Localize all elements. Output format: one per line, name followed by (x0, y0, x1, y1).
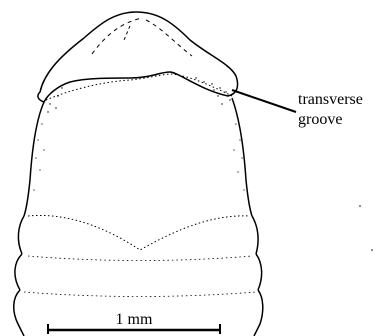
body-left-outline (24, 102, 44, 216)
segment-right-1 (252, 216, 258, 254)
head-capsule-outline (38, 12, 238, 102)
segment-boundary-v-line (28, 215, 250, 250)
stray-dot-2 (371, 249, 373, 251)
segment-left-3 (14, 290, 24, 336)
segment-left-2 (15, 254, 22, 290)
body-side-stippling (33, 123, 244, 190)
transverse-label-line2: groove (298, 111, 342, 128)
segment-line-1 (28, 256, 252, 261)
stray-dot-1 (359, 205, 361, 207)
head-surface-dash-1 (92, 18, 142, 54)
segment-line-2 (24, 292, 256, 297)
collar-stippling (47, 77, 230, 112)
segment-left-1 (18, 216, 24, 254)
segment-right-3 (254, 290, 263, 336)
scale-bar-label: 1 mm (116, 311, 153, 328)
scale-bar: 1 mm (48, 311, 220, 334)
transverse-label-line1: transverse (298, 91, 363, 108)
segment-right-2 (256, 254, 262, 290)
body-right-outline (232, 98, 252, 216)
head-surface-dash-3 (124, 26, 130, 40)
head-surface-dash-2 (146, 20, 192, 56)
label-pointer-line (232, 90, 296, 112)
